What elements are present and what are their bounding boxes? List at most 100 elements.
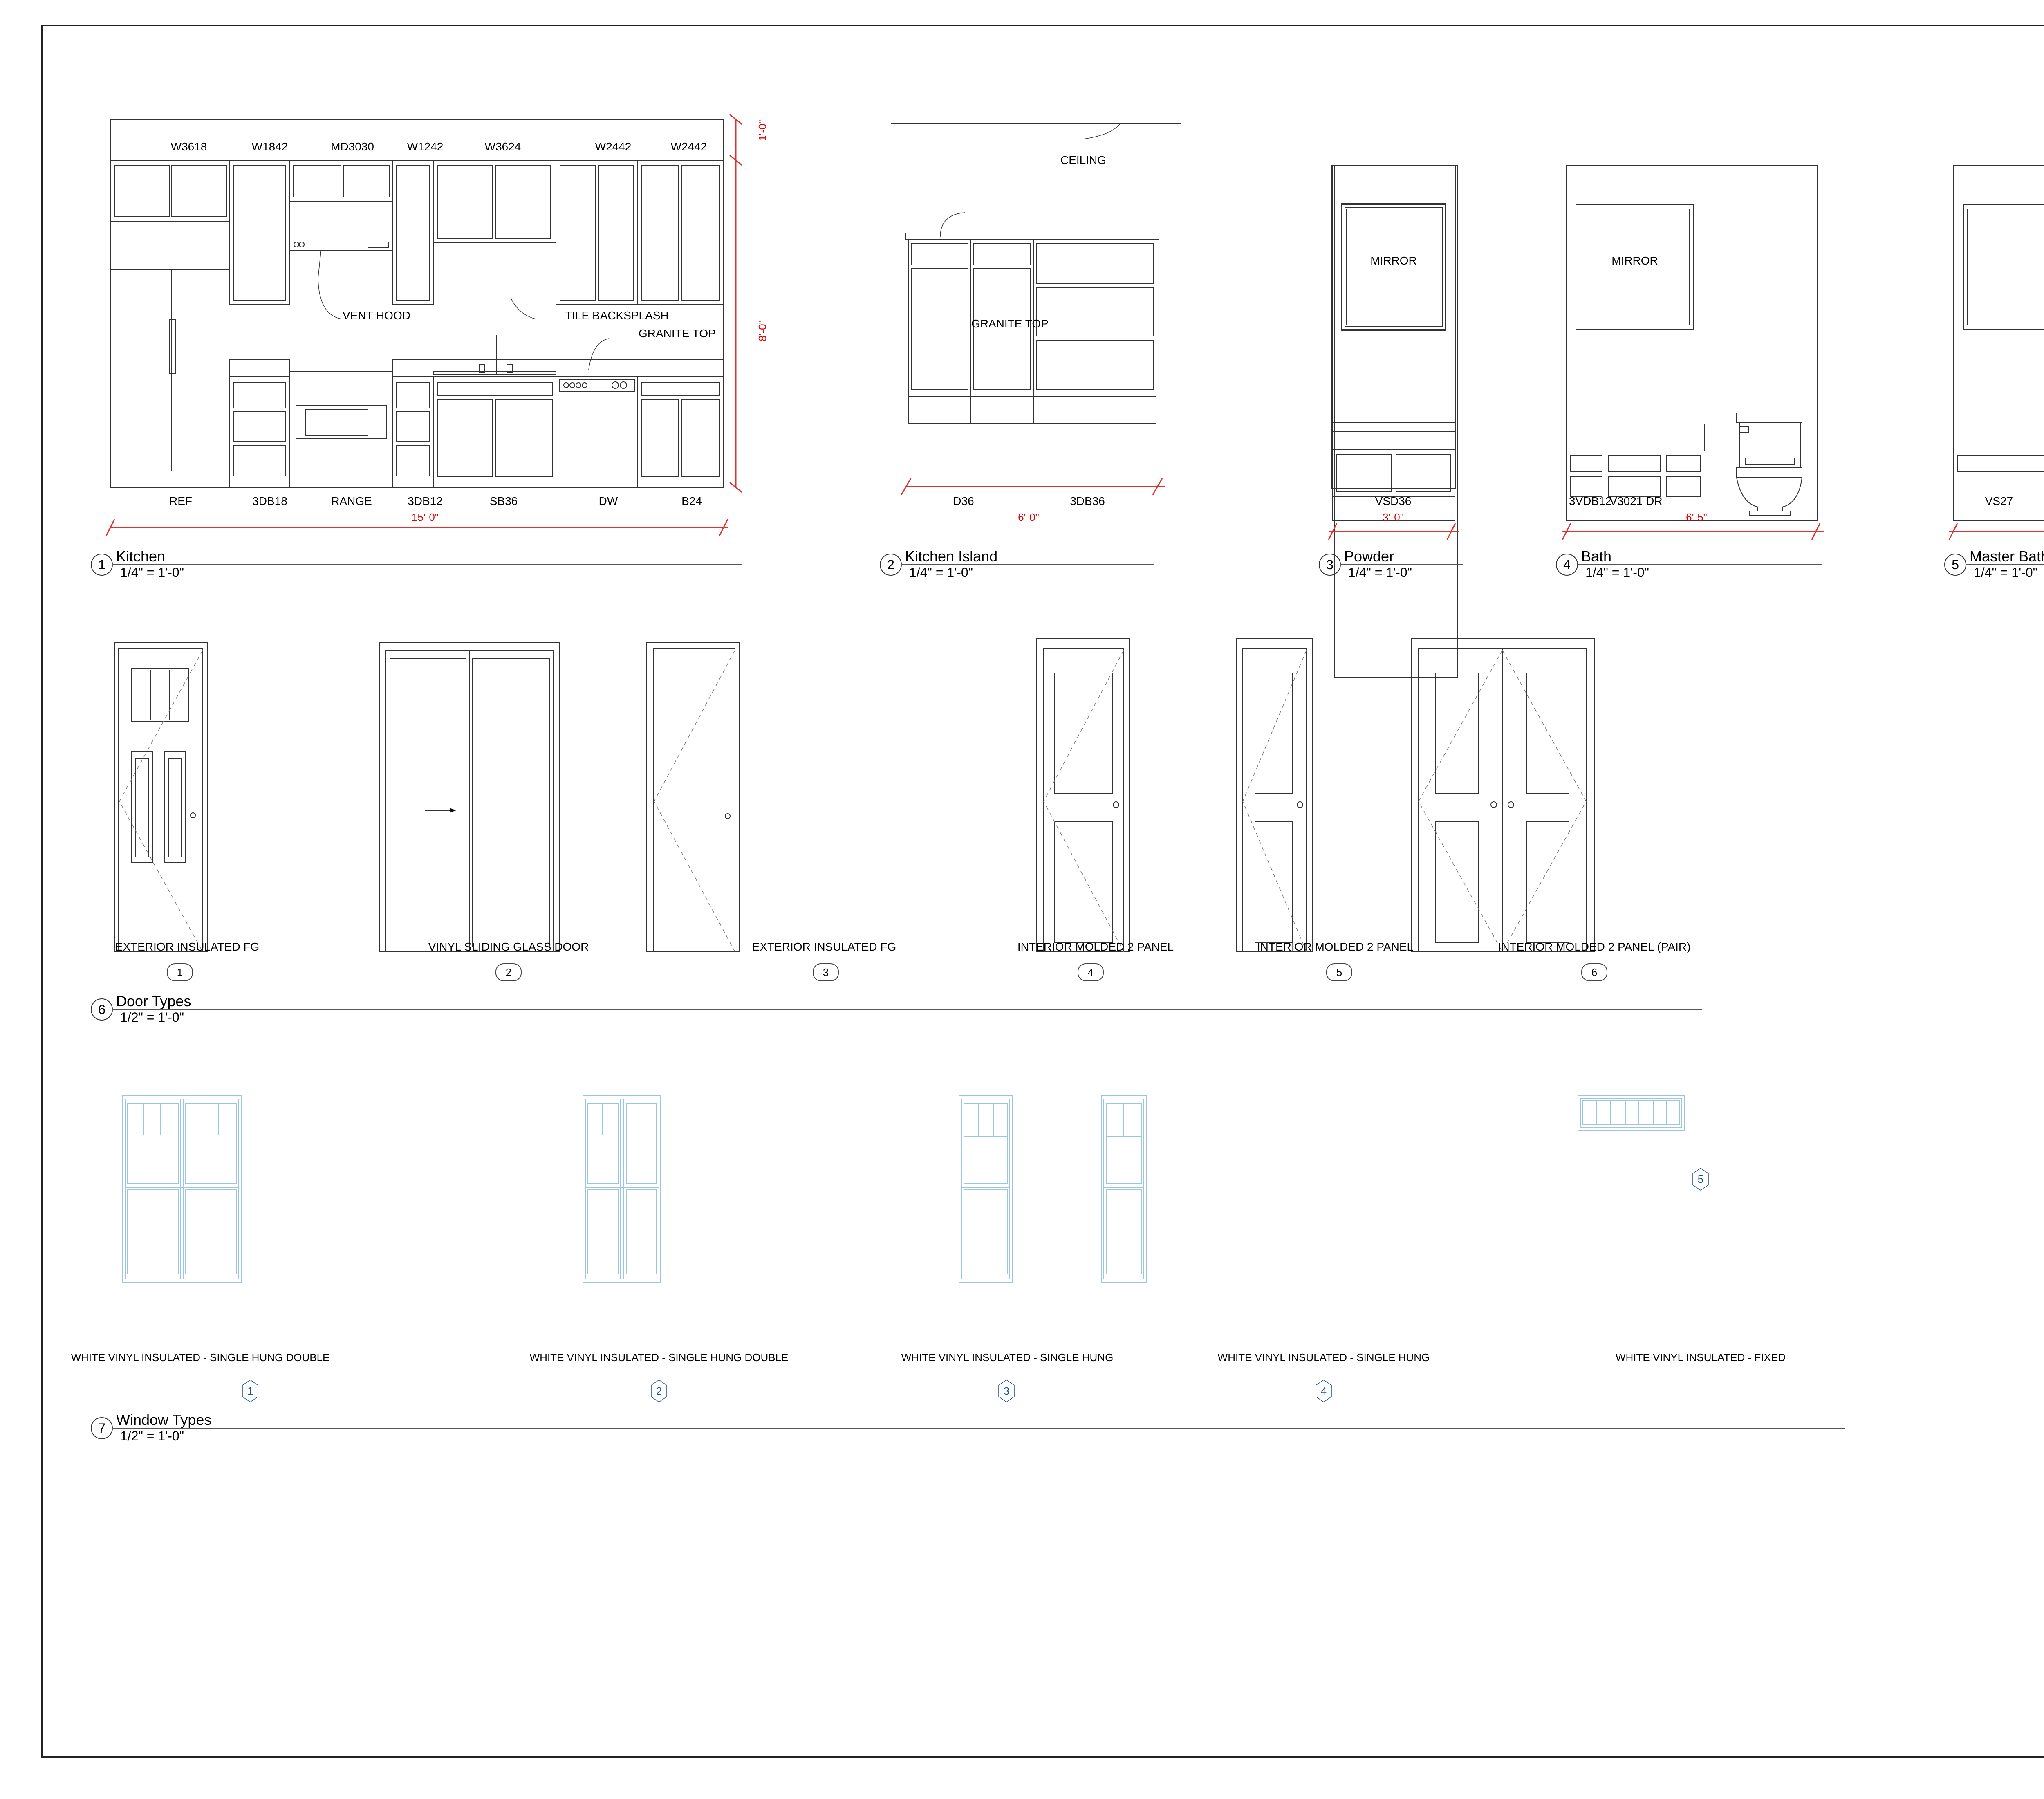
divider bbox=[901, 564, 1154, 565]
mirror: MIRROR bbox=[1580, 209, 1690, 325]
window-types-drawing bbox=[122, 1095, 1685, 1283]
door-type-label: EXTERIOR INSULATED FG bbox=[115, 940, 260, 953]
hexagon-icon bbox=[651, 1380, 667, 1402]
view-scale: 1/2" = 1'-0" bbox=[120, 1429, 184, 1443]
hexagon-icon bbox=[998, 1380, 1015, 1402]
toilet-icon bbox=[1736, 413, 1802, 516]
dimension-line bbox=[1328, 523, 1459, 540]
countertop bbox=[1333, 424, 1455, 450]
view-name: Kitchen bbox=[116, 548, 166, 565]
door-type-label: EXTERIOR INSULATED FG bbox=[752, 940, 896, 953]
view-number: 1 bbox=[91, 554, 113, 576]
cabinet-label: W3618 bbox=[170, 140, 207, 153]
mirror: MIRROR bbox=[1967, 209, 2044, 325]
dimension-line bbox=[1948, 523, 2044, 540]
toe-kick bbox=[1333, 496, 1455, 497]
door-types-drawing bbox=[114, 638, 1595, 952]
window-type-label: WHITE VINYL INSULATED - SINGLE HUNG DOUB… bbox=[529, 1351, 789, 1364]
bath-wall: MIRROR bbox=[1566, 165, 1818, 521]
door-type-label: INTERIOR MOLDED 2 PANEL bbox=[1017, 940, 1174, 953]
door-tag: 3 bbox=[813, 963, 839, 981]
cabinet-label: V3021 DR bbox=[1609, 495, 1663, 507]
drawer bbox=[1666, 476, 1701, 497]
view-number: 3 bbox=[1319, 554, 1341, 576]
door-tag: 6 bbox=[1581, 963, 1607, 981]
view-scale: 1/4" = 1'-0" bbox=[120, 565, 184, 580]
cabinet-label: MD3030 bbox=[331, 140, 374, 153]
dimension-width: 3'-0" bbox=[1383, 511, 1404, 523]
door-tag: 1 bbox=[167, 963, 193, 981]
dimension-width: 15'-0" bbox=[411, 511, 439, 523]
window-type-label: WHITE VINYL INSULATED - SINGLE HUNG DOUB… bbox=[71, 1351, 330, 1364]
window-tag: 5 bbox=[1692, 1168, 1709, 1191]
hexagon-icon bbox=[1316, 1380, 1332, 1402]
view-number: 4 bbox=[1556, 554, 1578, 576]
dimension-line bbox=[1562, 523, 1824, 540]
cabinet-door bbox=[1608, 476, 1661, 497]
cabinet-label: RANGE bbox=[331, 495, 372, 507]
view-scale: 1/4" = 1'-0" bbox=[1348, 565, 1412, 580]
ceiling-callout: CEILING bbox=[1060, 154, 1107, 166]
cabinet-label: 3DB18 bbox=[252, 495, 287, 507]
window-type-label: WHITE VINYL INSULATED - SINGLE HUNG bbox=[901, 1351, 1114, 1364]
tile-backsplash-callout: TILE BACKSPLASH bbox=[565, 309, 669, 322]
mirror-frame: MIRROR bbox=[1576, 204, 1694, 330]
drawer bbox=[1957, 455, 2044, 472]
view-number: 7 bbox=[91, 1417, 113, 1439]
drawer bbox=[1570, 455, 1602, 472]
countertop bbox=[1567, 424, 1705, 451]
view-name: Kitchen Island bbox=[905, 548, 998, 565]
view-scale: 1/4" = 1'-0" bbox=[1585, 565, 1650, 580]
cabinet-label: W3624 bbox=[484, 140, 521, 153]
window-tag: 1 bbox=[242, 1380, 258, 1402]
divider bbox=[1966, 564, 2044, 565]
mirror-frame: MIRROR bbox=[1963, 204, 2044, 330]
granite-top-callout: GRANITE TOP bbox=[639, 327, 716, 340]
cabinet-label: W2442 bbox=[670, 140, 707, 153]
cabinet-label: W2442 bbox=[595, 140, 632, 153]
cabinet-label: 3DB36 bbox=[1070, 495, 1105, 507]
cabinet-label: W1842 bbox=[251, 140, 288, 153]
window-type-label: WHITE VINYL INSULATED - FIXED bbox=[1615, 1351, 1786, 1364]
window-tag: 3 bbox=[998, 1380, 1015, 1402]
view-number: 2 bbox=[880, 554, 902, 576]
door-tag: 5 bbox=[1326, 963, 1352, 981]
powder-wall: MIRROR bbox=[1332, 165, 1455, 521]
cabinet-label: DW bbox=[598, 495, 618, 507]
dimension-upper: 1'-0" bbox=[756, 120, 769, 141]
window-tag: 2 bbox=[651, 1380, 667, 1402]
hexagon-icon bbox=[1692, 1168, 1709, 1191]
dimension-width: 6'-5" bbox=[1686, 511, 1707, 523]
cabinet-door bbox=[1396, 454, 1451, 492]
divider bbox=[112, 1009, 1702, 1010]
vent-hood-callout: VENT HOOD bbox=[343, 309, 410, 322]
view-name: Window Types bbox=[116, 1411, 212, 1428]
door-type-label: INTERIOR MOLDED 2 PANEL bbox=[1257, 940, 1414, 953]
kitchen-island-drawing bbox=[891, 123, 1181, 495]
cabinet-door bbox=[1336, 454, 1392, 492]
divider bbox=[1577, 564, 1822, 565]
view-number: 5 bbox=[1944, 554, 1966, 576]
door-tag: 4 bbox=[1078, 963, 1104, 981]
divider bbox=[1340, 564, 1463, 565]
drawer bbox=[1570, 476, 1602, 497]
cabinet-label: VS27 bbox=[1985, 495, 2013, 507]
drawer bbox=[1608, 455, 1661, 472]
view-number: 6 bbox=[91, 998, 113, 1021]
view-name: Bath bbox=[1581, 548, 1612, 565]
hexagon-icon bbox=[242, 1380, 258, 1402]
dimension-width: 6'-0" bbox=[1018, 511, 1039, 523]
cabinet-label: 3VDB12 bbox=[1569, 495, 1612, 507]
cabinet-label: B24 bbox=[681, 495, 702, 507]
kitchen-drawing bbox=[105, 114, 742, 536]
cabinet-label: D36 bbox=[953, 495, 974, 507]
window-tag: 4 bbox=[1316, 1380, 1332, 1402]
dimension-height: 8'-0" bbox=[756, 320, 769, 341]
mirror: MIRROR bbox=[1346, 209, 1441, 325]
view-scale: 1/4" = 1'-0" bbox=[909, 565, 973, 580]
mirror-frame: MIRROR bbox=[1342, 204, 1446, 330]
view-name: Door Types bbox=[116, 993, 191, 1009]
view-scale: 1/4" = 1'-0" bbox=[1974, 565, 2038, 580]
window-type-label: WHITE VINYL INSULATED - SINGLE HUNG bbox=[1217, 1351, 1430, 1364]
drawer bbox=[1666, 455, 1701, 472]
